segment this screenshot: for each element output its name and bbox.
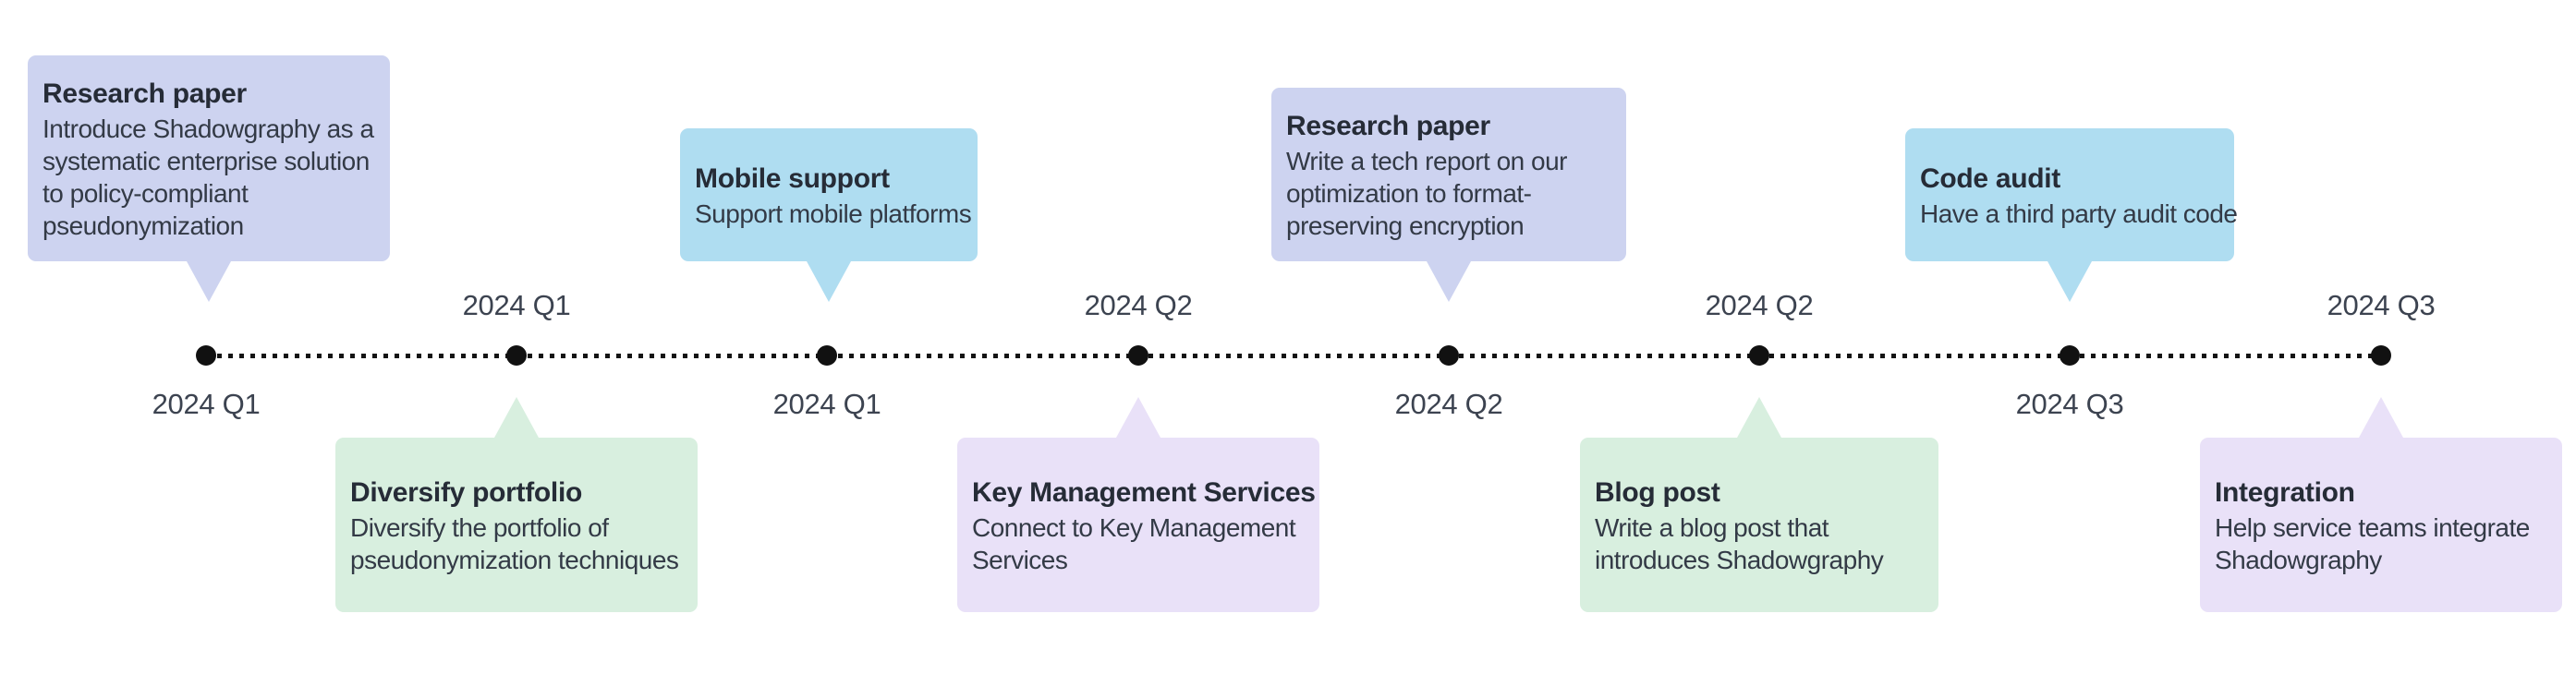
- card-title: Key Management Services: [972, 476, 1316, 508]
- card-title: Mobile support: [695, 162, 890, 194]
- milestone-card: Mobile support Support mobile platforms: [680, 128, 978, 302]
- quarter-label: 2024 Q2: [1705, 289, 1814, 321]
- card-description: Introduce Shadowgraphy as a systematic e…: [43, 114, 374, 240]
- milestone-card: Integration Help service teams integrate…: [2200, 397, 2562, 612]
- milestone-card: Code audit Have a third party audit code: [1905, 128, 2238, 302]
- quarter-label: 2024 Q1: [462, 289, 571, 321]
- card-title: Integration: [2215, 476, 2355, 508]
- card-title: Code audit: [1920, 162, 2060, 194]
- card-title: Blog post: [1595, 476, 1720, 508]
- card-description: Diversify the portfolio of pseudonymizat…: [350, 512, 679, 574]
- milestone-dot: [1749, 345, 1769, 366]
- card-tail: [1427, 261, 1471, 302]
- card-description: Write a blog post that introduces Shadow…: [1595, 512, 1884, 574]
- card-tail: [2047, 261, 2092, 302]
- card-description: Have a third party audit code: [1920, 199, 2238, 228]
- milestone-dot: [817, 345, 837, 366]
- milestone-dot: [196, 345, 216, 366]
- quarter-label: 2024 Q1: [152, 388, 261, 420]
- milestone-card: Diversify portfolio Diversify the portfo…: [335, 397, 698, 612]
- milestone-card: Key Management Services Connect to Key M…: [957, 397, 1319, 612]
- quarter-label: 2024 Q2: [1084, 289, 1193, 321]
- card-tail: [494, 397, 539, 438]
- milestone-dot: [1439, 345, 1459, 366]
- milestone-card: Research paper Introduce Shadowgraphy as…: [28, 55, 390, 302]
- card-tail: [187, 261, 231, 302]
- card-title: Research paper: [43, 78, 247, 109]
- quarter-label: 2024 Q3: [2327, 289, 2436, 321]
- milestone-dot: [506, 345, 527, 366]
- milestone-dot: [2371, 345, 2391, 366]
- card-description: Write a tech report on our optimization …: [1286, 146, 1567, 240]
- quarter-label: 2024 Q1: [772, 388, 881, 420]
- milestone-dot: [1128, 345, 1148, 366]
- quarter-label: 2024 Q3: [2015, 388, 2124, 420]
- card-title: Research paper: [1286, 110, 1490, 141]
- card-tail: [1737, 397, 1781, 438]
- timeline-line: [206, 354, 2382, 358]
- milestone-dot: [2060, 345, 2080, 366]
- card-tail: [2359, 397, 2403, 438]
- card-title: Diversify portfolio: [350, 476, 582, 508]
- milestone-card: Research paper Write a tech report on ou…: [1271, 88, 1626, 302]
- card-description: Support mobile platforms: [695, 199, 972, 228]
- milestone-card: Blog post Write a blog post that introdu…: [1580, 397, 1938, 612]
- card-tail: [1116, 397, 1160, 438]
- card-description: Connect to Key Management Services: [972, 512, 1296, 574]
- card-description: Help service teams integrate Shadowgraph…: [2215, 512, 2530, 574]
- quarter-label: 2024 Q2: [1394, 388, 1503, 420]
- card-tail: [807, 261, 851, 302]
